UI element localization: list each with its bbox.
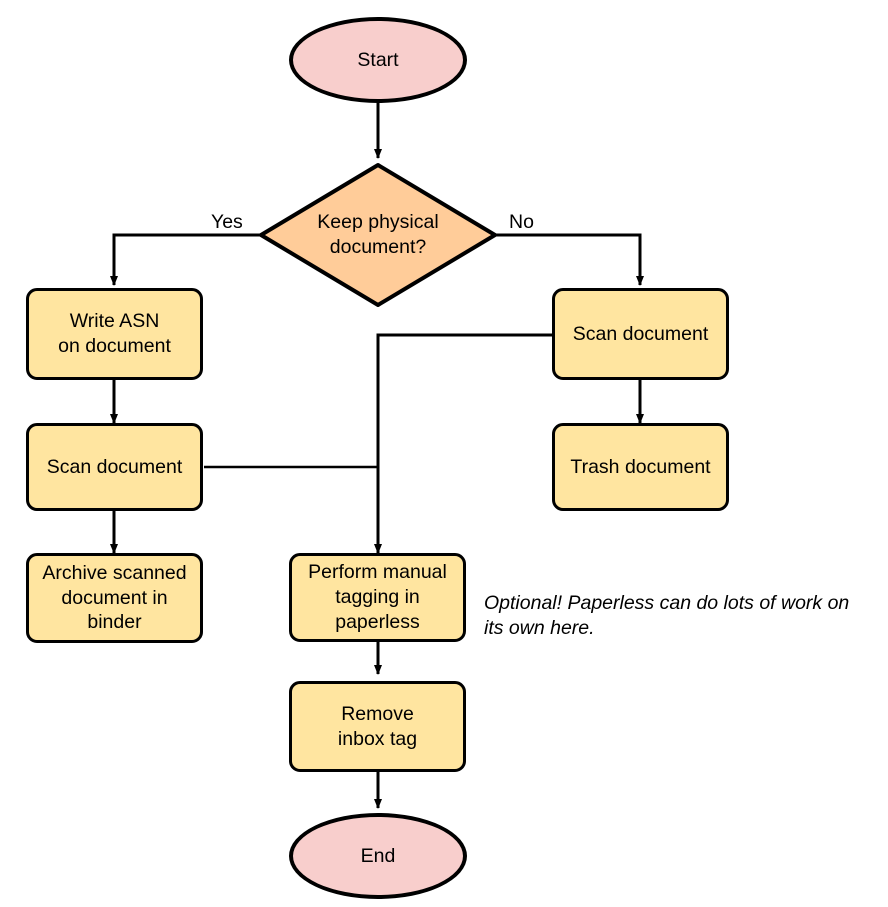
node-remove-inbox-tag[interactable]: Remove inbox tag xyxy=(289,681,466,772)
edge-scan-right-to-tagging xyxy=(374,333,552,554)
node-start[interactable]: Start xyxy=(289,17,467,103)
node-scan-document-left[interactable]: Scan document xyxy=(26,423,203,511)
node-remove-inbox-tag-label: Remove inbox tag xyxy=(337,702,418,750)
node-scan-document-left-label: Scan document xyxy=(46,455,183,478)
node-start-label: Start xyxy=(357,48,399,71)
edge-decision-no-to-scan-right xyxy=(495,233,644,286)
node-trash-document[interactable]: Trash document xyxy=(552,423,729,511)
node-archive-label: Archive scanned document in binder xyxy=(42,561,187,634)
node-write-asn-label: Write ASN on document xyxy=(58,310,171,357)
node-trash-document-label: Trash document xyxy=(570,455,711,478)
node-archive-scanned-document[interactable]: Archive scanned document in binder xyxy=(26,553,203,643)
edge-label-yes: Yes xyxy=(211,211,243,233)
edge-label-no: No xyxy=(509,211,534,233)
node-end[interactable]: End xyxy=(289,813,467,899)
node-write-asn-on-document[interactable]: Write ASN on document xyxy=(26,288,203,380)
edge-decision-yes-to-write-asn xyxy=(110,233,261,286)
node-decision-label: Keep physical document? xyxy=(317,211,439,258)
node-scan-document-right-label: Scan document xyxy=(572,322,709,345)
node-perform-manual-tagging-label: Perform manual tagging in paperless xyxy=(308,561,447,633)
annotation-optional-note: Optional! Paperless can do lots of work … xyxy=(484,592,850,640)
node-end-label: End xyxy=(360,844,396,867)
node-scan-document-right[interactable]: Scan document xyxy=(552,288,729,380)
node-perform-manual-tagging[interactable]: Perform manual tagging in paperless xyxy=(289,553,466,642)
node-decision-keep-physical-document[interactable]: Keep physical document? xyxy=(261,165,495,305)
decision-diamond-shape xyxy=(259,163,497,307)
